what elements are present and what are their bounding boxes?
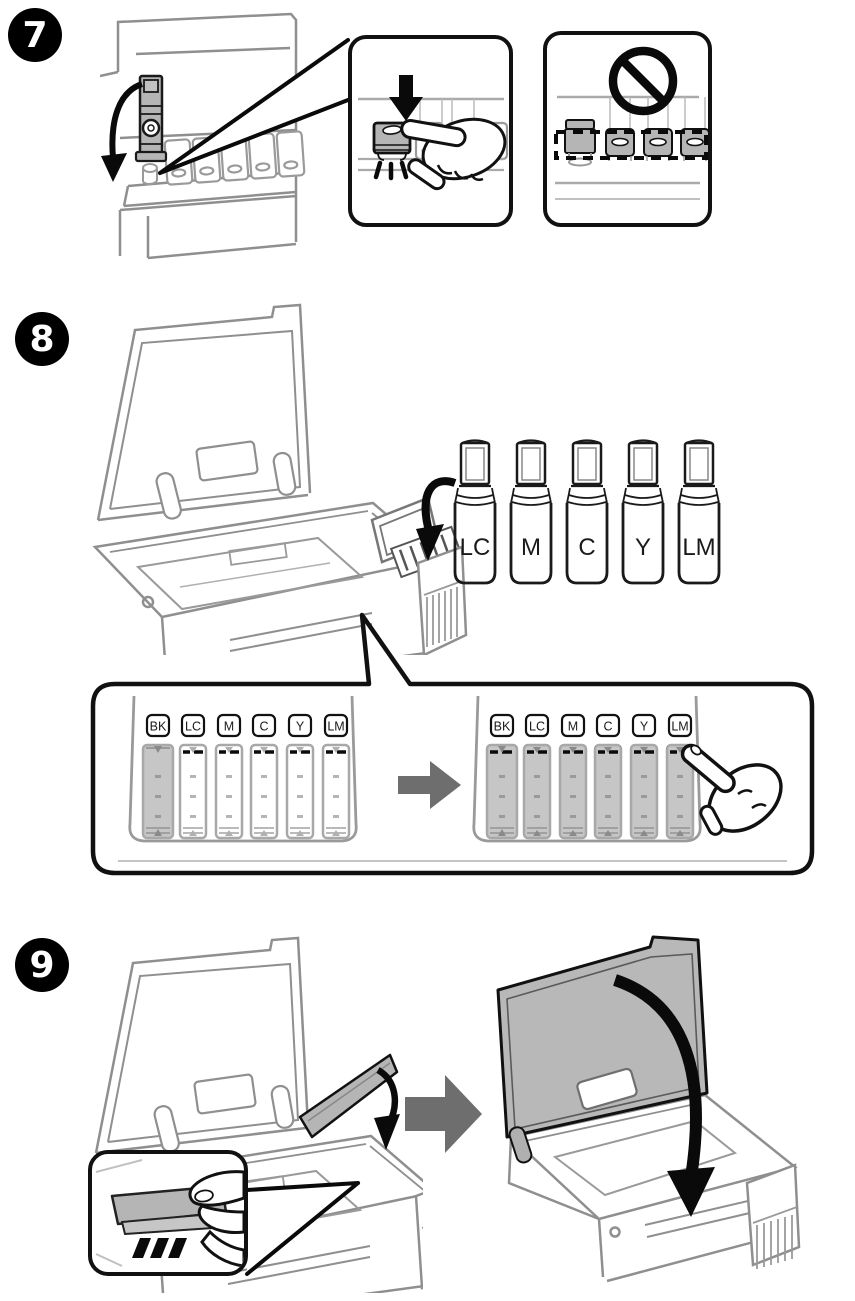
step9-press-cover-inset bbox=[88, 1150, 248, 1276]
step-9-badge: 9 bbox=[15, 938, 69, 992]
down-arrow-icon bbox=[389, 75, 423, 121]
step-9-number: 9 bbox=[29, 944, 55, 986]
tank-tube-filled bbox=[558, 743, 588, 840]
printer-lid-closing bbox=[496, 935, 709, 1164]
tank-label: Y bbox=[296, 720, 305, 734]
tank-tube-filled bbox=[485, 743, 519, 840]
no-symbol-icon bbox=[608, 46, 678, 116]
lid-hinges bbox=[155, 451, 297, 520]
big-close-arrow-icon bbox=[613, 974, 715, 1217]
step-8-badge: 8 bbox=[15, 312, 69, 366]
tank-label: LC bbox=[529, 720, 545, 734]
ink-bottle: M bbox=[509, 439, 553, 585]
prohibition-art bbox=[554, 46, 708, 200]
close-cover-arrow-icon bbox=[374, 1067, 400, 1150]
step-7-badge: 7 bbox=[8, 8, 62, 62]
step7-press-cap-inset bbox=[348, 35, 513, 227]
dashed-level-outline bbox=[554, 130, 708, 160]
bottle-label: C bbox=[578, 534, 595, 561]
tank-window-outline bbox=[128, 695, 358, 843]
tank-label: LM bbox=[671, 720, 688, 734]
step9-right-arrow bbox=[405, 1075, 482, 1153]
printer-lid-open bbox=[94, 936, 310, 1155]
tank-labels: BK LC M C Y LM bbox=[489, 713, 693, 738]
paper-support bbox=[193, 1073, 257, 1115]
pressing-hand-icon bbox=[188, 1170, 244, 1268]
ink-bottle: LC bbox=[453, 439, 497, 585]
press-cap-art bbox=[358, 75, 509, 191]
tank-tube-empty bbox=[178, 743, 208, 840]
bottle-label: M bbox=[521, 534, 541, 561]
ink-bottle: LM bbox=[677, 439, 721, 585]
step-7-number: 7 bbox=[22, 14, 48, 56]
paper-support bbox=[195, 440, 259, 482]
step7-callout-lines bbox=[158, 38, 350, 175]
tank-diagram-after: BK LC M C Y LM bbox=[472, 695, 702, 843]
tank-tube-empty bbox=[285, 743, 315, 840]
tank-window-outline bbox=[472, 695, 702, 843]
tank-tube-empty bbox=[214, 743, 244, 840]
step8-tank-callout-panel: BK LC M C Y LM bbox=[90, 612, 815, 876]
step9-right-printer-art bbox=[496, 935, 801, 1283]
tank-label: M bbox=[224, 720, 234, 734]
tank-label: BK bbox=[494, 720, 511, 734]
tank-label: M bbox=[568, 720, 578, 734]
callout-wedge-lines bbox=[245, 1181, 360, 1276]
ink-tank-unit bbox=[414, 1192, 423, 1290]
press-marks-icon bbox=[373, 160, 409, 181]
close-cap-arrow-icon bbox=[101, 81, 144, 182]
pointing-hand-icon bbox=[680, 743, 783, 836]
lid-hinges bbox=[153, 1084, 295, 1153]
printer-lid-open bbox=[96, 303, 312, 522]
step7-prohibition-inset bbox=[543, 31, 712, 227]
tank-cover-closing-flap bbox=[298, 1053, 399, 1139]
tank-tube-filled bbox=[593, 743, 623, 840]
tank-label: LM bbox=[327, 720, 344, 734]
printer-front-lines bbox=[118, 194, 298, 260]
ink-tank-unit bbox=[745, 1163, 801, 1269]
tank-diagram-before: BK LC M C Y LM bbox=[128, 695, 358, 843]
port-guides bbox=[419, 99, 475, 123]
lid-hinge bbox=[508, 1126, 533, 1164]
tank-labels: BK LC M C Y LM bbox=[145, 713, 349, 738]
tank-label: C bbox=[259, 720, 268, 734]
open-ink-port bbox=[142, 163, 158, 186]
tank-tube-filled bbox=[629, 743, 659, 840]
bottle-label: LM bbox=[682, 534, 715, 561]
right-arrow-icon bbox=[405, 1075, 482, 1153]
right-arrow-icon bbox=[398, 761, 461, 809]
curved-arrow-icon bbox=[416, 477, 457, 561]
ink-bottle: C bbox=[565, 439, 609, 585]
press-cover-art bbox=[95, 1159, 244, 1268]
tank-tube-empty bbox=[249, 743, 279, 840]
bottle-label: LC bbox=[460, 534, 491, 561]
tank-label: BK bbox=[150, 720, 167, 734]
step8-printer-art bbox=[92, 303, 468, 655]
bottle-label: Y bbox=[635, 534, 651, 561]
pressing-hand-icon bbox=[400, 117, 507, 191]
step9-callout-lines bbox=[245, 1181, 360, 1276]
tank-label: LC bbox=[185, 720, 201, 734]
tank-tube-filled bbox=[522, 743, 552, 840]
ink-bottle: Y bbox=[621, 439, 665, 585]
step8-ink-bottles: LC M C bbox=[453, 439, 721, 585]
tank-label: Y bbox=[640, 720, 649, 734]
callout-wedge-lines bbox=[158, 38, 350, 175]
step-8-number: 8 bbox=[29, 318, 55, 360]
ink-tank-cap-upright bbox=[134, 74, 168, 163]
tank-label: C bbox=[603, 720, 612, 734]
tank-tube-empty bbox=[321, 743, 351, 840]
paper-support bbox=[576, 1067, 638, 1111]
press-marks-icon bbox=[132, 1238, 187, 1258]
closed-caps-row bbox=[605, 128, 708, 161]
tank-tube-filled bbox=[141, 743, 175, 840]
